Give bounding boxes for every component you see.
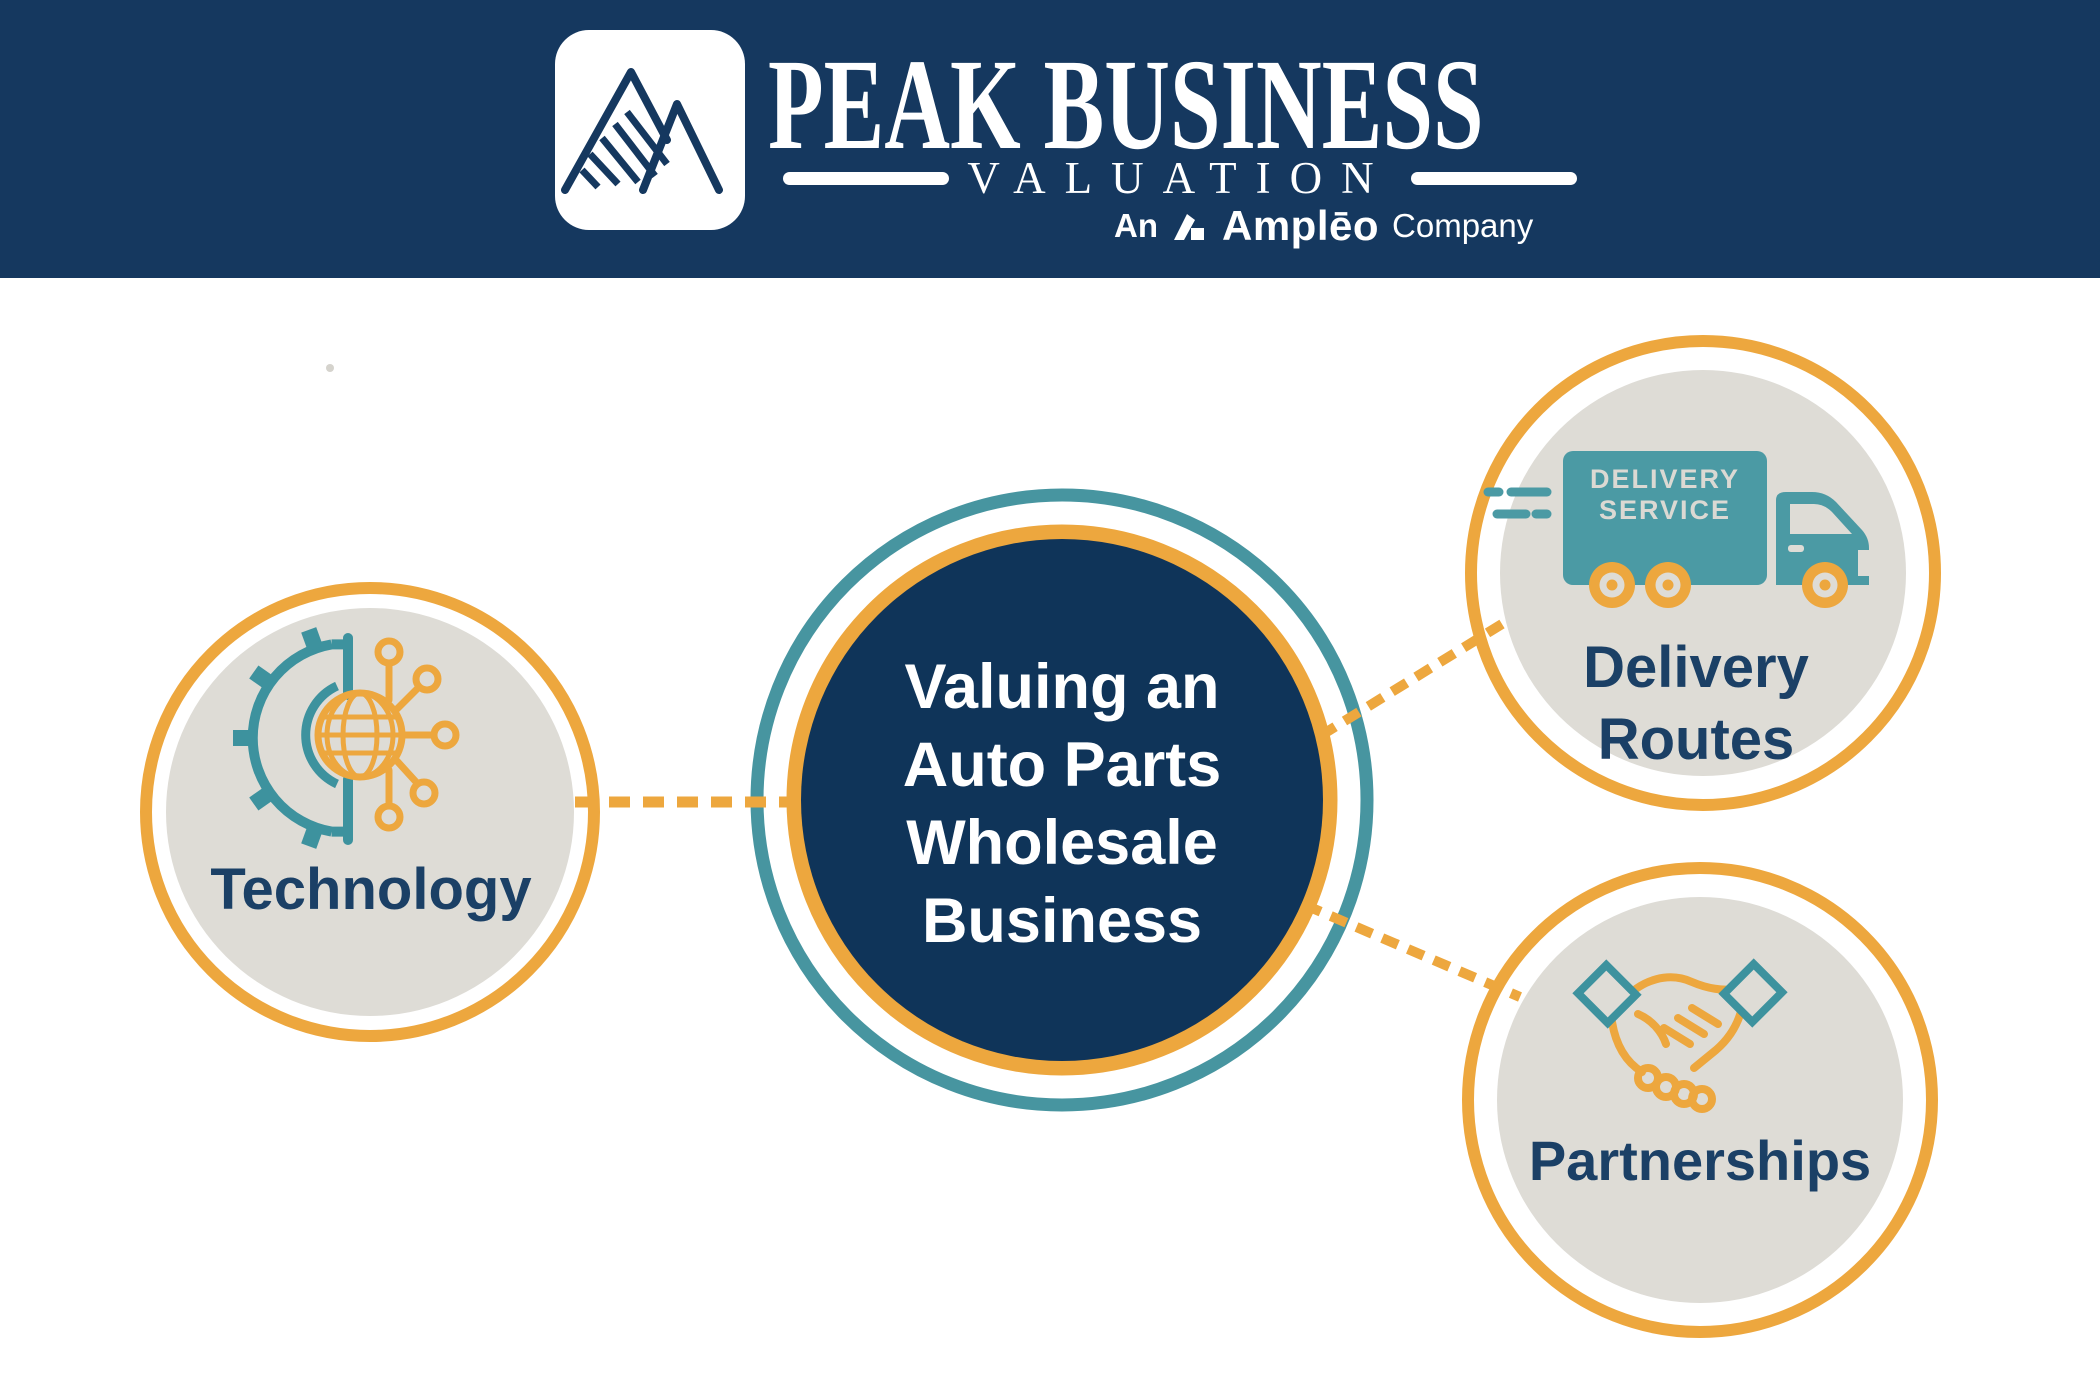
circuit-traces [374,637,460,832]
center-title-line: Valuing an [904,652,1220,722]
speed-lines [1483,487,1552,519]
ampleo-mark-icon [1174,214,1204,240]
tagline-prefix: An [1114,207,1158,244]
mountain-logo-icon [561,68,723,194]
technology-label: Technology [210,857,532,922]
truck-window [1790,504,1852,534]
center-title-line: Auto Parts [902,730,1222,800]
tagline-brand: Amplēo [1222,202,1380,249]
center-title-line: Wholesale [906,808,1218,878]
handshake-icon [1572,958,1788,1113]
delivery-label-line: Delivery [1583,635,1809,700]
peak-logo-box [555,30,745,230]
delivery-label-line: Routes [1597,707,1795,772]
brand-subtitle: VALUATION [967,153,1393,203]
stray-dot [326,364,334,372]
truck-wheels [1589,562,1848,608]
delivery-truck-icon: DELIVERY SERVICE [1483,451,1869,608]
partnerships-disc [1497,897,1903,1303]
delivery-routes-label: Delivery Routes [1496,632,1896,776]
center-title: Valuing an Auto Parts Wholesale Business [812,648,1312,960]
connector-delivery [1322,619,1505,738]
technology-disc [166,608,574,1016]
gear-globe-circuit-icon [233,627,460,849]
truck-text-line2: SERVICE [1599,495,1731,525]
brand-subtitle-row: VALUATION [770,156,1590,201]
subtitle-left-rule [783,172,950,185]
header-banner: PEAK BUSINESS VALUATION An Amplēo Compan… [0,0,2100,278]
connectors [575,619,1522,1002]
truck-text-line1: DELIVERY [1590,464,1740,494]
center-navy-disc [801,539,1323,1061]
globe-icon [314,689,406,781]
subtitle-right-rule [1410,172,1577,185]
truck-door-handle [1788,545,1804,552]
ampleo-tagline: An Amplēo Company [1114,202,1533,250]
tagline-suffix: Company [1392,207,1534,244]
cuffs [1572,958,1788,1029]
center-title-line: Business [921,886,1203,956]
truck-cargo-box [1563,451,1767,585]
truck-bumper-notch [1858,550,1869,576]
technology-node [140,582,600,1042]
partnerships-node [1462,862,1938,1338]
center-hub [750,488,1374,1112]
brand-name: PEAK BUSINESS [768,33,1484,177]
partnerships-label: Partnerships [1528,1129,1872,1192]
connector-partnerships [1303,900,1522,1002]
